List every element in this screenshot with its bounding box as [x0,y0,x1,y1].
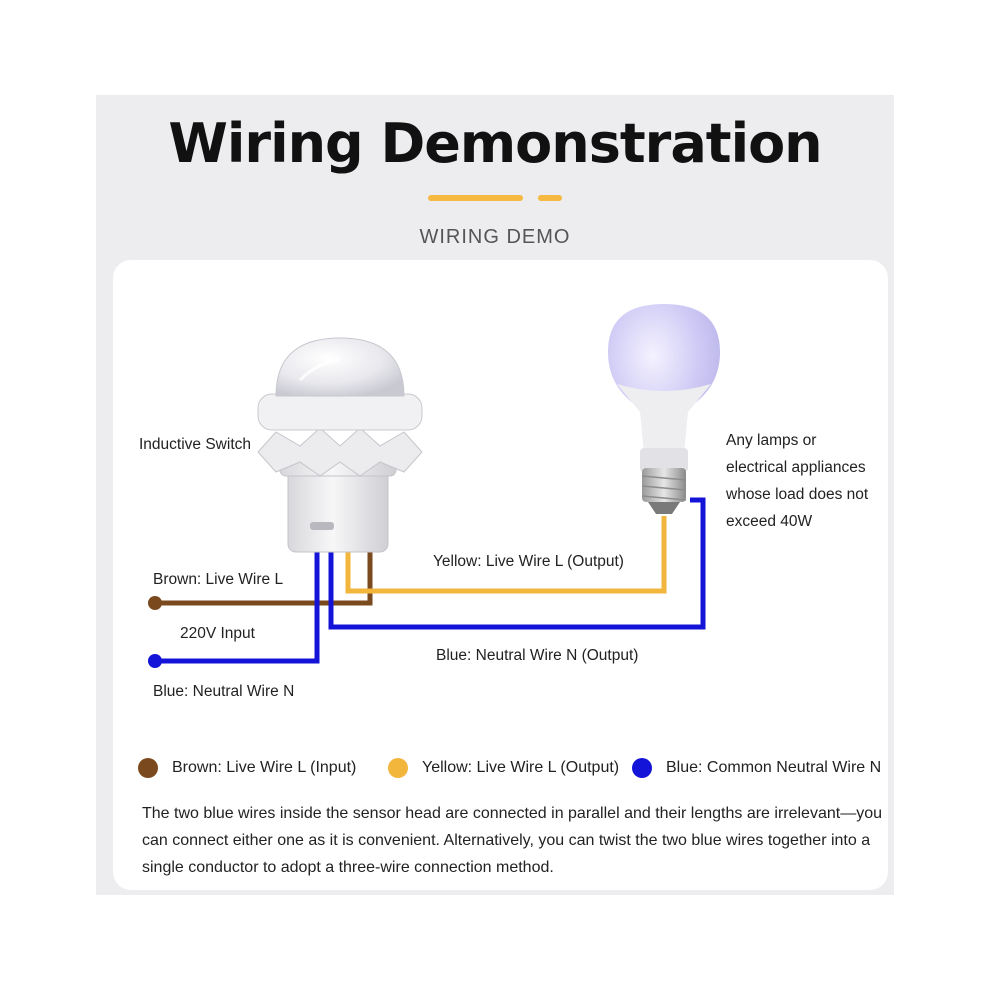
lamp-note-line: electrical appliances [726,459,866,476]
title-accent-bar-short [538,195,562,201]
wire-blue-output [328,497,706,630]
legend-label: Yellow: Live Wire L (Output) [422,759,620,776]
explanation-note: The two blue wires inside the sensor hea… [142,800,890,881]
blue-wire-label: Blue: Neutral Wire N [153,683,295,700]
switch-label: Inductive Switch [139,436,251,453]
wire-brown-input [148,552,373,610]
legend-item-brown: Brown: Live Wire L (Input) [138,758,356,778]
inductive-switch-icon [257,337,423,553]
wire-yellow-output [345,516,667,594]
page-subtitle: WIRING DEMO [419,226,571,248]
note-line: can connect either one as it is convenie… [142,832,871,849]
blue-output-label: Blue: Neutral Wire N (Output) [436,647,639,664]
legend-label: Blue: Common Neutral Wire N [666,759,882,776]
diagram-card [113,260,888,890]
brown-dot-icon [138,758,158,778]
lamp-note-line: exceed 40W [726,513,813,530]
blue-dot-icon [632,758,652,778]
note-line: single conductor to adopt a three-wire c… [142,859,554,876]
brown-wire-label: Brown: Live Wire L [153,571,284,588]
lamp-note-line: Any lamps or [726,432,817,449]
page-title: Wiring Demonstration [168,112,822,175]
lamp-note-line: whose load does not [726,486,869,503]
legend-item-yellow: Yellow: Live Wire L (Output) [388,758,619,778]
yellow-output-label: Yellow: Live Wire L (Output) [433,553,624,570]
yellow-dot-icon [388,758,408,778]
input-voltage-label: 220V Input [180,625,255,642]
wire-blue-input [148,552,320,668]
lamp-note: Any lamps or electrical appliances whose… [726,427,868,535]
legend: Brown: Live Wire L (Input) Yellow: Live … [138,758,898,784]
legend-item-blue: Blue: Common Neutral Wire N [632,758,881,778]
note-line: The two blue wires inside the sensor hea… [142,805,882,822]
light-bulb-icon [608,304,720,514]
title-accent-bar-long [428,195,523,201]
legend-label: Brown: Live Wire L (Input) [172,759,357,776]
